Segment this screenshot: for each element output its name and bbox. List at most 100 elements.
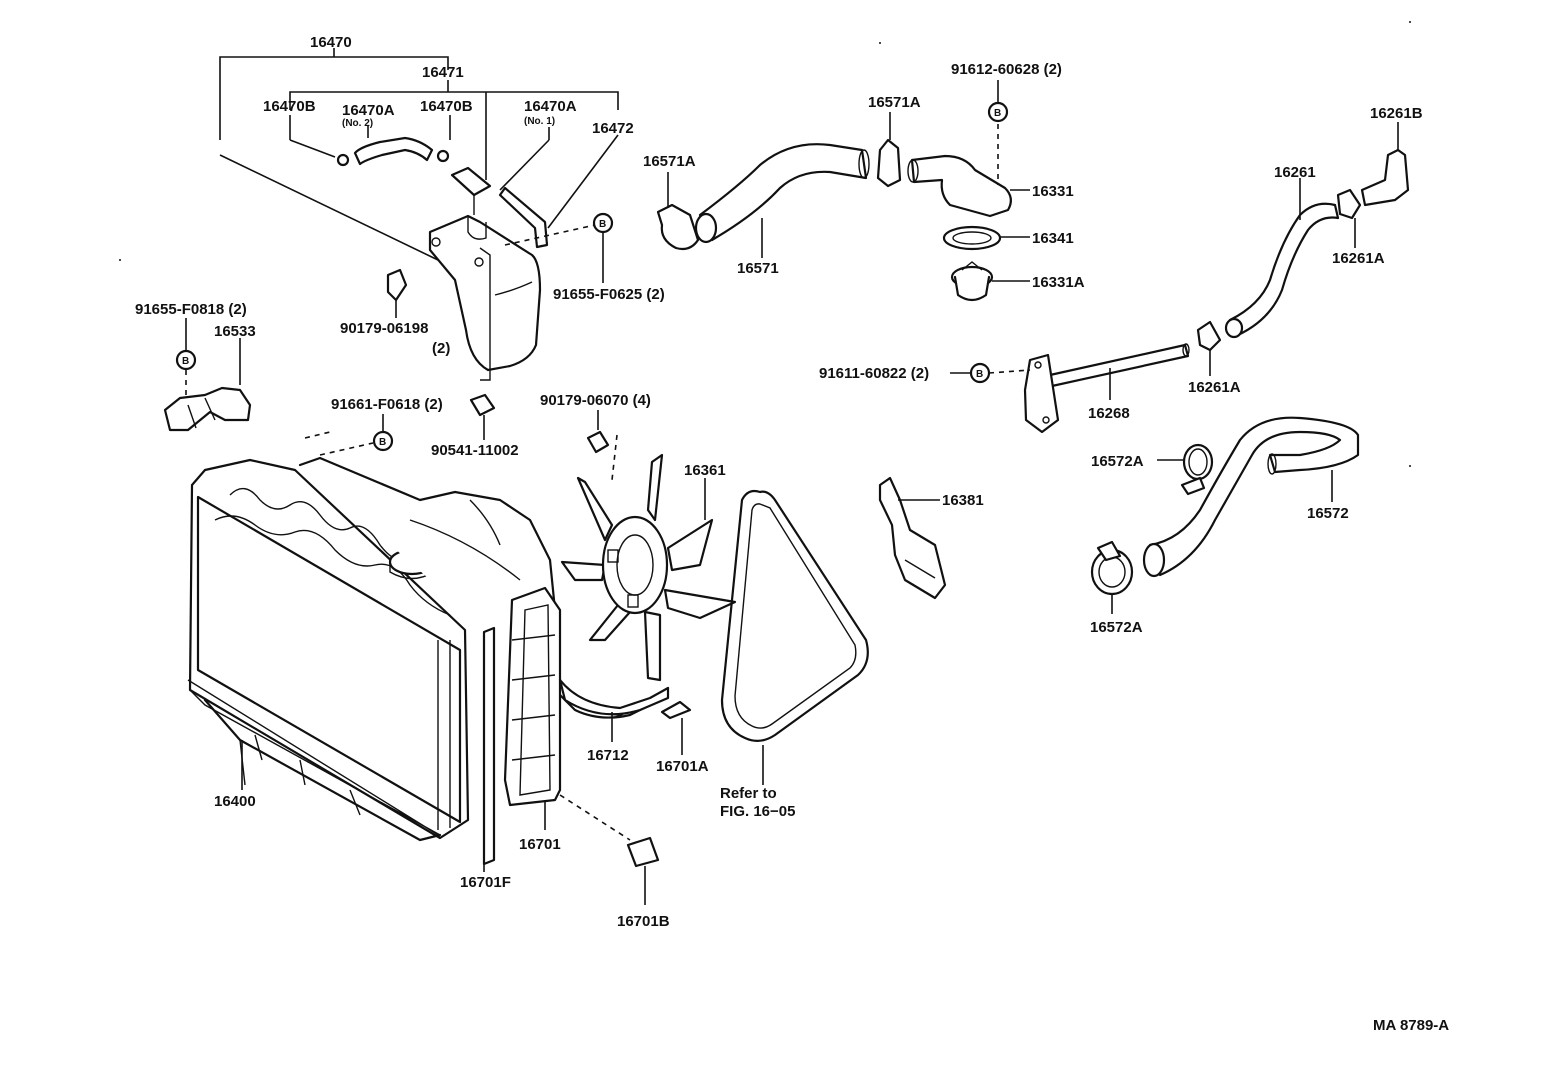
hose-no2-icon (353, 136, 434, 166)
label-16471: 16471 (422, 64, 464, 81)
bolt-marker-text: B (379, 437, 386, 448)
lower-shroud-16712-icon (558, 678, 670, 716)
pipe-flange-icon (1023, 353, 1060, 434)
square-clip-icon (469, 393, 496, 417)
label-16361: 16361 (684, 462, 726, 479)
upper-hose-group: B (656, 80, 1030, 302)
fan-blade-icon (560, 560, 607, 582)
label-16261A-bottom: 16261A (1188, 379, 1241, 396)
reservoir-tank-group: B (219, 48, 619, 381)
fan-blade-icon (666, 518, 714, 572)
water-outlet-16331-icon (910, 154, 1012, 218)
label-90179-06198: 90179-06198 (340, 320, 428, 337)
label-16470A-no2: 16470A (342, 102, 395, 119)
label-no2: (No. 2) (342, 118, 373, 129)
upper-hose-16571-icon (698, 143, 868, 242)
lower-hose-group (1090, 416, 1360, 614)
shroud-strip-16701F-icon (482, 626, 496, 866)
bolt-marker-icon (175, 349, 197, 371)
label-16341: 16341 (1032, 230, 1074, 247)
label-91655-F0818: 91655-F0818 (2) (135, 301, 247, 318)
gasket-16341-icon (942, 225, 1002, 251)
label-no1: (No. 1) (524, 116, 555, 127)
label-refer-to: Refer to (720, 785, 777, 802)
label-16261B: 16261B (1370, 105, 1423, 122)
bolt-marker-text: B (976, 369, 983, 380)
label-16470A-no1: 16470A (524, 98, 577, 115)
hose-clamp-16572A-icon (1182, 443, 1214, 481)
fan-blade-icon (576, 476, 614, 542)
v-belt (720, 489, 869, 785)
reservoir-tank-icon (428, 214, 542, 372)
label-16701A: 16701A (656, 758, 709, 775)
label-16712: 16712 (587, 747, 629, 764)
label-16470: 16470 (310, 34, 352, 51)
fan-hub-icon (601, 515, 669, 615)
reservoir-cap-icon (450, 166, 492, 197)
bolt-91661: B (304, 414, 394, 456)
nut-clip-icon (586, 430, 610, 454)
label-16400: 16400 (214, 793, 256, 810)
label-90179-06070: 90179-06070 (4) (540, 392, 651, 409)
clip-16701B-icon (626, 836, 660, 868)
label-90179-06198-qty: (2) (432, 340, 450, 357)
label-16571A-left: 16571A (643, 153, 696, 170)
shroud-frame-16701-icon (503, 586, 562, 807)
label-16571A-right: 16571A (868, 94, 921, 111)
label-90541-11002: 90541-11002 (431, 442, 519, 459)
fan-shroud-group (298, 456, 692, 905)
bypass-group: B (950, 122, 1410, 434)
fan-blade-icon (663, 588, 737, 620)
label-91612-60628: 91612-60628 (2) (951, 61, 1062, 78)
label-16261A-top: 16261A (1332, 250, 1385, 267)
label-16470B-left: 16470B (263, 98, 316, 115)
radiator-icon (188, 458, 470, 840)
fan-blade-icon (643, 610, 662, 682)
diagram-code: MA 8789-A (1373, 1017, 1449, 1034)
label-16572A-bottom: 16572A (1090, 619, 1143, 636)
hose-clamp-16571A-icon (876, 138, 902, 188)
bolt-marker-text: B (599, 219, 606, 230)
bracket-16381-icon (878, 476, 947, 600)
bolt-marker-icon (372, 430, 394, 452)
clip-90179-06070 (586, 410, 618, 481)
hose-no1-icon (498, 186, 549, 249)
clip-16470B-left-icon (336, 153, 350, 167)
label-16261: 16261 (1274, 164, 1316, 181)
bracket-16533-icon (163, 386, 252, 432)
clip-16701A-icon (660, 700, 692, 720)
clip-90541 (469, 393, 496, 440)
fan-blade-icon (646, 453, 664, 522)
label-16572A-top: 16572A (1091, 453, 1144, 470)
pipe-16268-icon (1048, 343, 1190, 388)
hose-16261-icon (1228, 202, 1340, 337)
fitting-16261B-icon (1360, 148, 1410, 207)
label-fig-reference: FIG. 16−05 (720, 803, 795, 820)
label-16472: 16472 (592, 120, 634, 137)
label-16701: 16701 (519, 836, 561, 853)
part-labels: 16470 16471 16470B 16470A (No. 2) 16470B… (135, 34, 1449, 1034)
bolt-marker-text: B (994, 108, 1001, 119)
label-16533: 16533 (214, 323, 256, 340)
label-16572: 16572 (1307, 505, 1349, 522)
label-91661-F0618: 91661-F0618 (2) (331, 396, 443, 413)
bracket-16533: B (163, 318, 252, 432)
label-16701F: 16701F (460, 874, 511, 891)
lower-hose-16572-icon (1148, 416, 1360, 577)
label-16268: 16268 (1088, 405, 1130, 422)
label-91611-60822: 91611-60822 (2) (819, 365, 929, 382)
label-16381: 16381 (942, 492, 984, 509)
v-belt-icon (720, 489, 869, 742)
nut-clip-icon (386, 268, 408, 302)
label-16331A: 16331A (1032, 274, 1085, 291)
clip-16261A-icon (1336, 188, 1362, 220)
label-16470B-right: 16470B (420, 98, 473, 115)
clip-16261A-icon (1196, 320, 1222, 352)
label-91655-F0625: 91655-F0625 (2) (553, 286, 665, 303)
bolt-marker-text: B (182, 356, 189, 367)
hose-clamp-16571A-icon (656, 203, 700, 251)
bracket-16381 (878, 476, 947, 600)
label-16331: 16331 (1032, 183, 1074, 200)
label-16571: 16571 (737, 260, 779, 277)
